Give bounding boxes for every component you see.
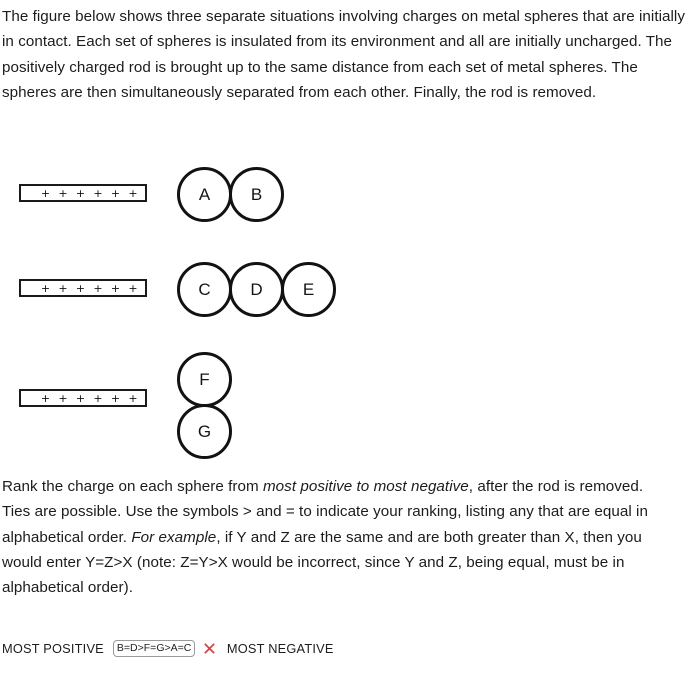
sphere-e: E [281, 262, 336, 317]
answer-row: MOST POSITIVE MOST NEGATIVE [2, 636, 698, 660]
question-emphasis-2: For example [131, 528, 217, 546]
charged-rod-2: + + + + + + [18, 278, 148, 298]
sphere-d: D [229, 262, 284, 317]
incorrect-x-icon [204, 642, 215, 654]
rod-plus-charges: + + + + + + [40, 186, 140, 200]
sphere-c: C [177, 262, 232, 317]
intro-paragraph: The figure below shows three separate si… [2, 8, 685, 101]
sphere-label: C [198, 279, 211, 299]
sphere-g: G [177, 404, 232, 459]
most-negative-label: MOST NEGATIVE [226, 640, 334, 656]
ranking-answer-input[interactable] [112, 639, 195, 657]
question-paragraph: Rank the charge on each sphere from most… [2, 474, 674, 600]
sphere-label: G [197, 421, 212, 441]
sphere-f: F [177, 352, 232, 407]
rod-plus-charges: + + + + + + [40, 281, 140, 295]
physics-figure: + + + + + + + + + + + + + + + + + + [0, 160, 700, 470]
sphere-label: D [250, 279, 263, 299]
charged-rod-3: + + + + + + [18, 388, 148, 408]
question-text-part-3: , if Y and Z are the same and are both g… [2, 528, 642, 597]
situation-1: + + + + + + [0, 160, 700, 250]
situation-2: + + + + + + [0, 255, 700, 345]
sphere-label: E [302, 279, 315, 299]
question-text-part-2: , after the rod is removed. Ties are pos… [2, 478, 648, 546]
charged-rod-1: + + + + + + [18, 183, 148, 203]
situation-3: + + + + + + [0, 345, 700, 470]
most-positive-label: MOST POSITIVE [2, 640, 104, 656]
sphere-b: B [229, 167, 284, 222]
sphere-label: B [250, 184, 263, 204]
rod-plus-charges: + + + + + + [40, 391, 140, 405]
sphere-label: A [198, 184, 211, 204]
sphere-a: A [177, 167, 232, 222]
sphere-label: F [199, 369, 210, 389]
question-text-part-1: Rank the charge on each sphere from [2, 478, 263, 495]
question-emphasis-1: most positive to most negative [262, 478, 469, 495]
